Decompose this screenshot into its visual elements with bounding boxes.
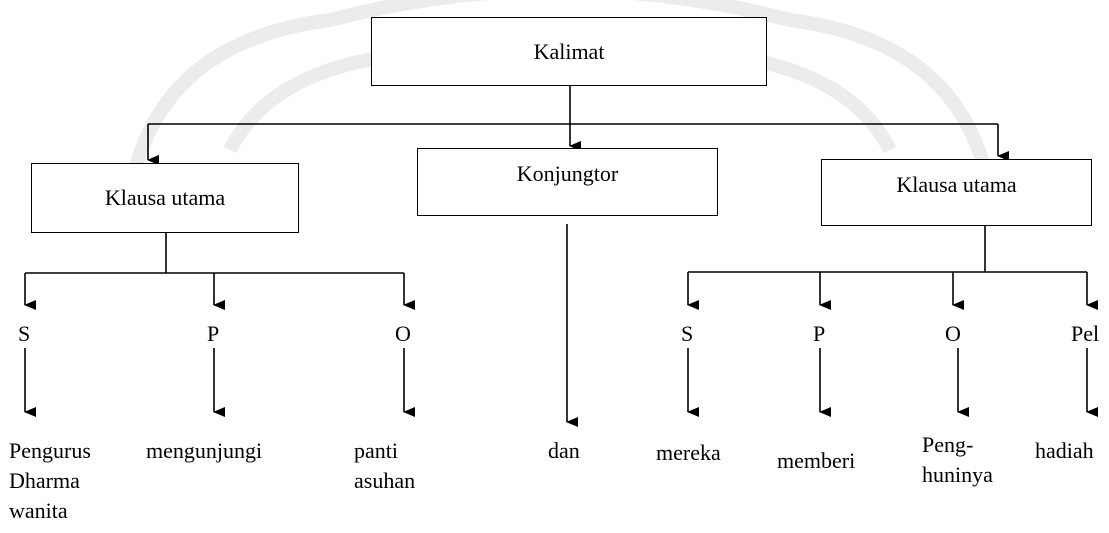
conjunction-word: dan <box>548 438 580 463</box>
left-role-o: O <box>395 321 411 346</box>
right-role-s: S <box>681 321 694 346</box>
left-role-s: S <box>18 321 31 346</box>
left-word-s-line1: Pengurus <box>9 438 91 463</box>
right-word-pel: hadiah <box>1035 438 1094 463</box>
left-word-p: mengunjungi <box>146 438 263 463</box>
left-clause-box: Klausa utama <box>31 163 299 233</box>
right-word-o-line1: Peng- <box>922 432 974 457</box>
right-word-o-line2: huninya <box>922 462 993 487</box>
right-role-o: O <box>945 321 961 346</box>
left-role-p: P <box>207 321 220 346</box>
left-clause-label: Klausa utama <box>104 185 226 210</box>
left-word-s-line2: Dharma <box>9 468 80 493</box>
left-word-s-line3: wanita <box>9 498 68 523</box>
left-word-o-line1: panti <box>354 438 398 463</box>
root-label: Kalimat <box>533 38 605 64</box>
conjunction-label: Konjungtor <box>516 161 619 186</box>
right-role-pel: Pel <box>1071 321 1100 346</box>
right-word-p: memberi <box>777 448 856 473</box>
root-box: Kalimat <box>371 17 767 86</box>
left-word-o-line2: asuhan <box>354 468 416 493</box>
conjunction-box: Konjungtor <box>417 148 718 216</box>
right-clause-label: Klausa utama <box>896 172 1017 197</box>
right-clause-box: Klausa utama <box>821 159 1092 226</box>
right-word-s: mereka <box>656 440 721 465</box>
right-role-p: P <box>813 321 826 346</box>
